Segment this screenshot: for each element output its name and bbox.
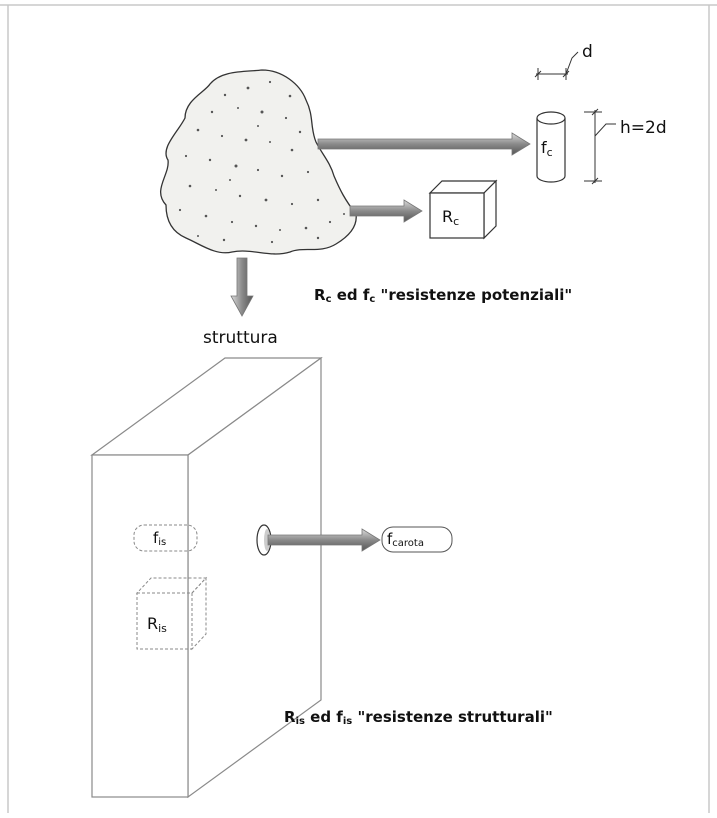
rc-label: Rc	[442, 207, 459, 228]
arrow-to-cylinder	[317, 132, 531, 156]
structure-label: struttura	[203, 328, 278, 348]
arrow-to-cube	[349, 199, 423, 223]
d-dimension	[534, 51, 579, 80]
core-sample-outline	[381, 526, 453, 553]
fis-label: fis	[153, 529, 166, 548]
ris-cube-outline	[135, 576, 208, 651]
fis-specimen-outline	[133, 524, 198, 552]
frame-border	[0, 4, 717, 813]
d-label: d	[582, 42, 593, 62]
h-label: h=2d	[620, 118, 667, 138]
structural-element	[90, 356, 323, 799]
caption-potential-strengths: Rc ed fc "resistenze potenziali"	[314, 286, 572, 305]
arrow-to-structure	[230, 257, 254, 317]
concrete-heap	[160, 69, 357, 255]
caption-structural-strengths: Ris ed fis "resistenze strutturali"	[284, 708, 553, 727]
h-dimension	[584, 108, 616, 185]
ris-label: Ris	[147, 614, 167, 635]
aggregate-speckles	[178, 80, 345, 244]
fcarota-label: fcarota	[387, 530, 424, 549]
cube-specimen	[428, 179, 498, 240]
fc-label: fc	[541, 138, 553, 159]
arrow-to-core	[267, 528, 381, 552]
cylinder-specimen	[536, 111, 566, 183]
